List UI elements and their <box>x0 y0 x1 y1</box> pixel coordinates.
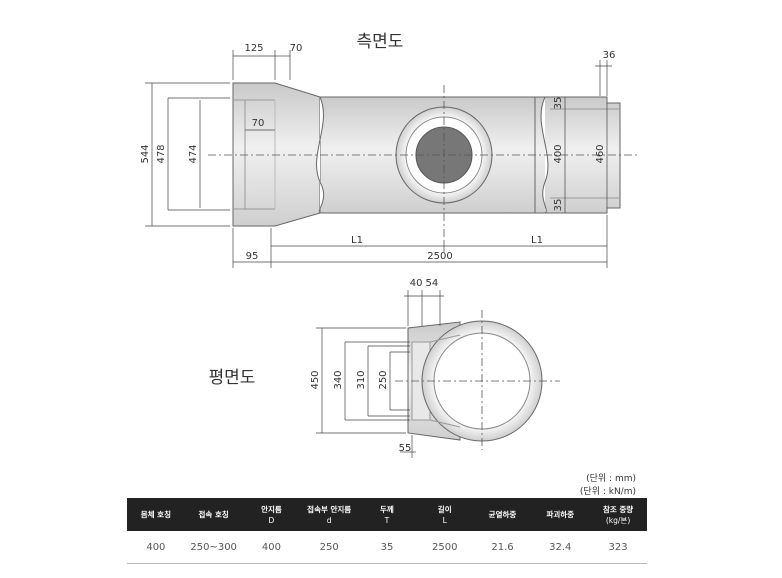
dim-340: 340 <box>333 370 344 389</box>
dim-35-bottom: 35 <box>553 199 564 212</box>
th-break-load: 파괴하중 <box>531 498 590 531</box>
dim-474: 474 <box>188 144 199 163</box>
unit-length: (단위 : mm) <box>586 474 636 484</box>
cell-break-load: 32.4 <box>531 531 590 564</box>
th-joint-size: 접속 호칭 <box>184 498 243 531</box>
plan-dimension-lines <box>316 290 444 458</box>
cell-ref-weight: 323 <box>589 531 647 564</box>
technical-drawing: 측면도 <box>140 32 640 458</box>
plan-center-lines <box>395 310 560 450</box>
cell-inner-diameter: 400 <box>242 531 301 564</box>
cell-joint-inner-diameter: 250 <box>300 531 359 564</box>
dim-250: 250 <box>378 370 389 389</box>
dim-400: 400 <box>553 144 564 163</box>
table-row: 400 250~300 400 250 35 2500 21.6 32.4 32… <box>127 531 647 564</box>
side-view: 측면도 <box>140 32 640 268</box>
side-dimension-lines <box>145 50 612 268</box>
th-ref-weight: 참조 중량(kg/본) <box>589 498 647 531</box>
cell-crack-load: 21.6 <box>473 531 532 564</box>
dim-70-inner: 70 <box>252 118 265 129</box>
dim-l1-left: L1 <box>351 235 363 246</box>
dim-460: 460 <box>595 144 606 163</box>
dim-95: 95 <box>246 251 259 262</box>
plan-view: 평면도 <box>209 278 560 458</box>
dim-l1-right: L1 <box>531 235 543 246</box>
dim-450: 450 <box>310 370 321 389</box>
cell-thickness: 35 <box>358 531 416 564</box>
plan-view-title: 평면도 <box>209 368 256 388</box>
cell-body-size: 400 <box>127 531 185 564</box>
dim-35-top: 35 <box>553 97 564 110</box>
dim-70-top: 70 <box>290 43 303 54</box>
dim-2500: 2500 <box>427 251 452 262</box>
cell-joint-size: 250~300 <box>184 531 243 564</box>
unit-load: (단위 : kN/m) <box>579 487 636 497</box>
dim-478: 478 <box>156 144 167 163</box>
dim-125: 125 <box>244 43 263 54</box>
cell-length: 2500 <box>415 531 474 564</box>
dim-55: 55 <box>399 443 412 454</box>
dim-36: 36 <box>603 50 616 61</box>
dim-310: 310 <box>356 370 367 389</box>
side-view-title: 측면도 <box>357 32 404 52</box>
th-body-size: 몸체 호칭 <box>127 498 185 531</box>
th-crack-load: 균열하중 <box>473 498 532 531</box>
side-center-lines <box>208 85 640 240</box>
dim-544: 544 <box>140 144 151 163</box>
